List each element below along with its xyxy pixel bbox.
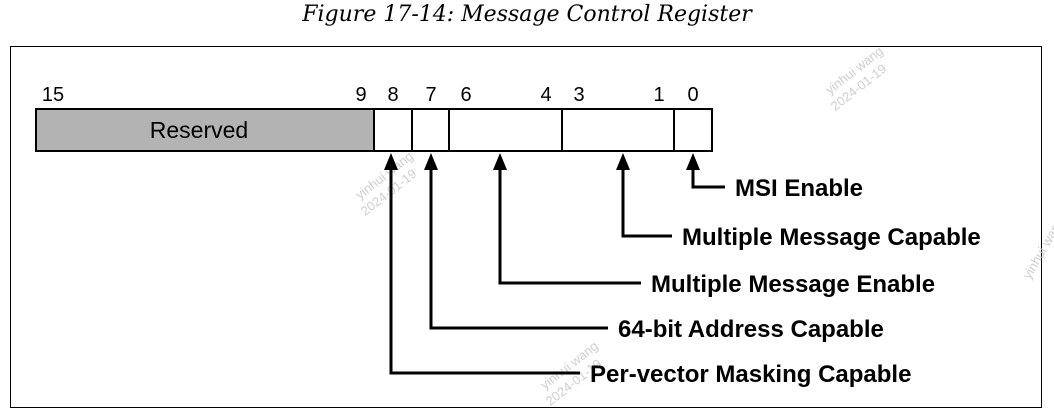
leader-msi-enable	[691, 166, 725, 189]
label-multiple-message-capable: Multiple Message Capable	[682, 224, 981, 251]
bits-3-1-field	[561, 108, 675, 152]
figure-frame	[10, 46, 1042, 408]
leader-per-vector-masking	[389, 166, 580, 375]
label-multiple-message-enable: Multiple Message Enable	[651, 271, 935, 298]
leader-multiple-message-enable	[498, 166, 641, 285]
bit-number: 0	[687, 84, 698, 106]
arrow-up-icon	[616, 153, 630, 170]
bit-number: 1	[653, 84, 664, 106]
bits-6-4-field	[448, 108, 563, 152]
bit-7-field	[411, 108, 450, 152]
leader-lines	[389, 166, 725, 375]
bit-number: 9	[355, 84, 366, 106]
register-body: Reserved	[35, 108, 713, 152]
bit-0-field	[673, 108, 713, 152]
leader-multiple-message-capable	[621, 166, 672, 238]
bit-8-field	[373, 108, 413, 152]
bit-number: 3	[573, 84, 584, 106]
bit-numbers: 15 9 8 7 6 4 3 1 0	[42, 84, 699, 106]
field-labels: MSI Enable Multiple Message Capable Mult…	[590, 175, 981, 388]
bit-number: 6	[460, 84, 471, 106]
leader-64bit-address-capable	[429, 166, 608, 330]
figure-caption: Figure 17-14: Message Control Register	[302, 2, 752, 27]
arrow-up-icon	[686, 153, 700, 170]
bit-number: 8	[387, 84, 398, 106]
reserved-label: Reserved	[150, 117, 248, 143]
bit-number: 4	[540, 84, 551, 106]
label-per-vector-masking-capable: Per-vector Masking Capable	[590, 361, 911, 388]
arrowheads	[384, 153, 700, 170]
label-msi-enable: MSI Enable	[735, 175, 863, 202]
bit-number: 15	[42, 84, 64, 106]
bit-number: 7	[425, 84, 436, 106]
arrow-up-icon	[493, 153, 507, 170]
arrow-up-icon	[424, 153, 438, 170]
watermark-line: yinhui wang	[1020, 215, 1054, 282]
label-64bit-address-capable: 64-bit Address Capable	[618, 316, 884, 343]
arrow-up-icon	[384, 153, 398, 170]
